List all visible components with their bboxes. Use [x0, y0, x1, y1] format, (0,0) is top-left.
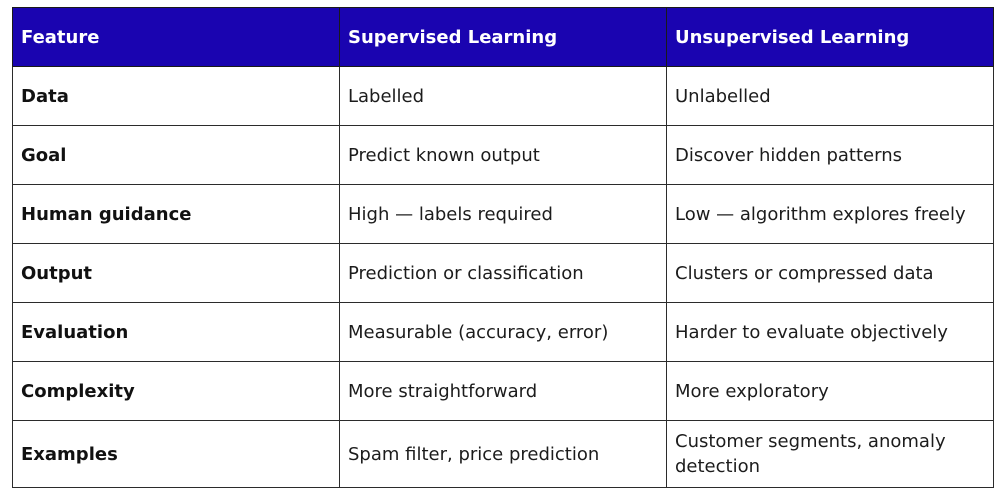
supervised-cell: Labelled: [339, 66, 667, 126]
table-row: Goal Predict known output Discover hidde…: [12, 125, 994, 185]
feature-cell: Complexity: [12, 361, 340, 421]
unsupervised-cell: More exploratory: [666, 361, 994, 421]
header-feature: Feature: [12, 7, 340, 67]
table-row: Output Prediction or classification Clus…: [12, 243, 994, 303]
unsupervised-cell: Discover hidden patterns: [666, 125, 994, 185]
supervised-cell: More straightforward: [339, 361, 667, 421]
feature-cell: Data: [12, 66, 340, 126]
table-row: Human guidance High — labels required Lo…: [12, 184, 994, 244]
table-row: Complexity More straightforward More exp…: [12, 361, 994, 421]
supervised-cell: Measurable (accuracy, error): [339, 302, 667, 362]
comparison-table: Feature Supervised Learning Unsupervised…: [12, 7, 994, 488]
unsupervised-cell: Clusters or compressed data: [666, 243, 994, 303]
table-row: Data Labelled Unlabelled: [12, 66, 994, 126]
unsupervised-cell: Unlabelled: [666, 66, 994, 126]
feature-cell: Evaluation: [12, 302, 340, 362]
feature-cell: Goal: [12, 125, 340, 185]
table-header: Feature Supervised Learning Unsupervised…: [12, 7, 994, 67]
feature-cell: Human guidance: [12, 184, 340, 244]
feature-cell: Examples: [12, 420, 340, 488]
unsupervised-cell: Harder to evaluate objectively: [666, 302, 994, 362]
unsupervised-cell: Customer segments, anomaly detection: [666, 420, 994, 488]
supervised-cell: Predict known output: [339, 125, 667, 185]
header-supervised: Supervised Learning: [339, 7, 667, 67]
comparison-table-container: Feature Supervised Learning Unsupervised…: [12, 7, 994, 488]
feature-cell: Output: [12, 243, 340, 303]
table-body: Data Labelled Unlabelled Goal Predict kn…: [12, 66, 994, 488]
table-row: Evaluation Measurable (accuracy, error) …: [12, 302, 994, 362]
header-row: Feature Supervised Learning Unsupervised…: [12, 7, 994, 67]
supervised-cell: Spam filter, price prediction: [339, 420, 667, 488]
table-row: Examples Spam filter, price prediction C…: [12, 420, 994, 488]
supervised-cell: High — labels required: [339, 184, 667, 244]
supervised-cell: Prediction or classification: [339, 243, 667, 303]
header-unsupervised: Unsupervised Learning: [666, 7, 994, 67]
unsupervised-cell: Low — algorithm explores freely: [666, 184, 994, 244]
